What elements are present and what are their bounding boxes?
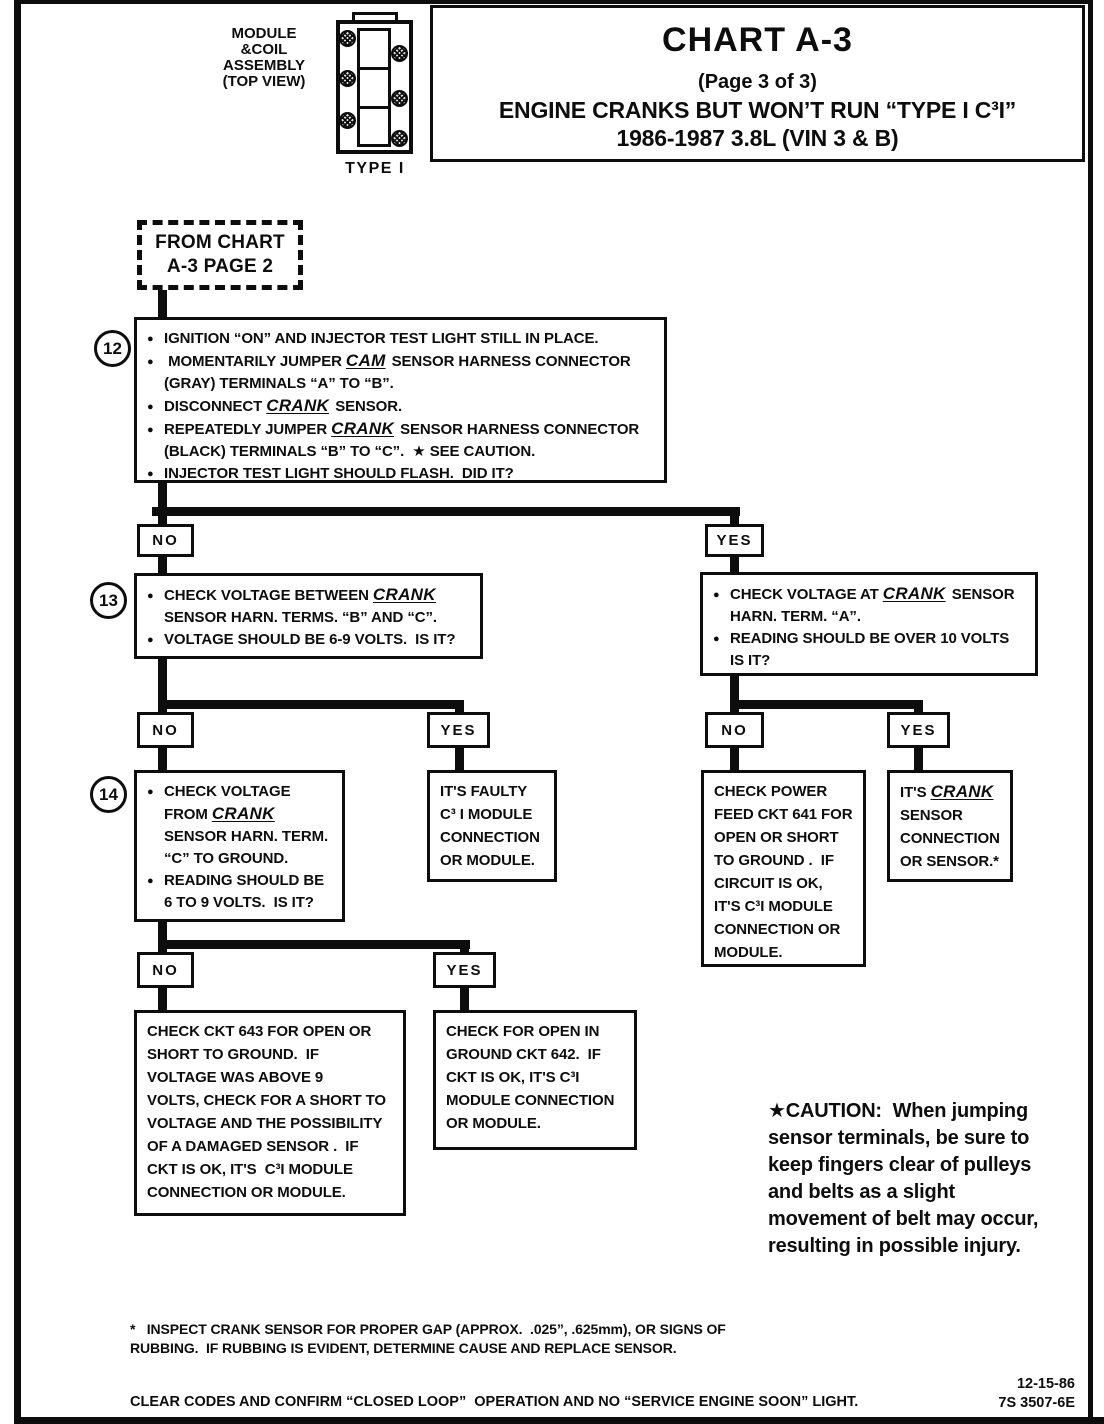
yes-branch-3: YES [433,952,496,988]
chart-title: CHART A-3 [662,21,853,59]
connector-yes1-down [730,557,739,572]
connector-no1-to-13 [158,557,167,573]
connector-branch-4-yes-drop [460,940,469,952]
connector-branch-1-yes-drop [730,507,739,524]
yes-branch-1: YES [705,524,764,557]
yes-branch-2: YES [427,712,490,748]
step-number-14: 14 [90,776,127,813]
connector-branch-2-yes-drop [455,700,464,712]
connector-yes2-down [455,748,464,770]
bolt-icon [339,112,356,129]
connector-no2-to-14 [158,748,167,770]
connector-13-down [158,659,167,712]
no-branch-2: NO [137,712,194,748]
chart-model-line: 1986-1987 3.8L (VIN 3 & B) [616,125,899,151]
chart-page-note: (Page 3 of 3) [698,71,817,93]
module-cell-1 [357,28,391,70]
closing-instruction: CLEAR CODES AND CONFIRM “CLOSED LOOP” OP… [130,1394,859,1410]
step-number-12: 12 [94,330,131,367]
connector-yes3-down [460,988,469,1010]
connector-branch-1 [152,507,740,516]
title-box: CHART A-3 (Page 3 of 3) ENGINE CRANKS BU… [430,5,1085,162]
page-border-left [14,0,21,1424]
connector-right-down [730,676,739,712]
doc-id: 7S 3507-6E [998,1395,1075,1411]
page-border-right [1088,0,1093,1417]
footnote-asterisk: * INSPECT CRANK SENSOR FOR PROPER GAP (A… [130,1321,726,1356]
doc-refs: 12-15-86 7S 3507-6E [950,1375,1075,1413]
no-branch-3: NO [137,952,194,988]
bolt-icon [339,70,356,87]
connector-branch-3 [730,700,923,709]
page-border-bottom [14,1417,1104,1424]
connector-branch-4 [158,940,470,949]
module-cell-3 [357,106,391,147]
page-border-top [14,0,1093,4]
doc-date: 12-15-86 [1016,1376,1075,1392]
connector-entry-to-12 [158,290,167,317]
no-branch-2r: NO [705,712,764,748]
connector-branch-3-yes-drop [914,700,923,712]
bolt-icon [391,130,408,147]
connector-14-down [158,921,167,952]
chart-heading: ENGINE CRANKS BUT WON’T RUN “TYPE I C³I” [498,97,1017,123]
bolt-icon [339,30,356,47]
bolt-icon [391,90,408,107]
module-cell-2 [357,67,391,109]
bolt-icon [391,45,408,62]
connector-no2r-down [730,748,739,770]
connector-12-down [158,483,167,524]
module-type-label: TYPE I [345,160,405,177]
connector-branch-2 [158,700,464,709]
yes-branch-2r: YES [887,712,950,748]
connector-no3-down [158,988,167,1010]
step12-box: ●IGNITION “ON” AND INJECTOR TEST LIGHT S… [134,317,667,483]
connector-yes2r-down [914,748,923,770]
no-branch-1: NO [137,524,194,557]
step-number-13: 13 [90,582,127,619]
